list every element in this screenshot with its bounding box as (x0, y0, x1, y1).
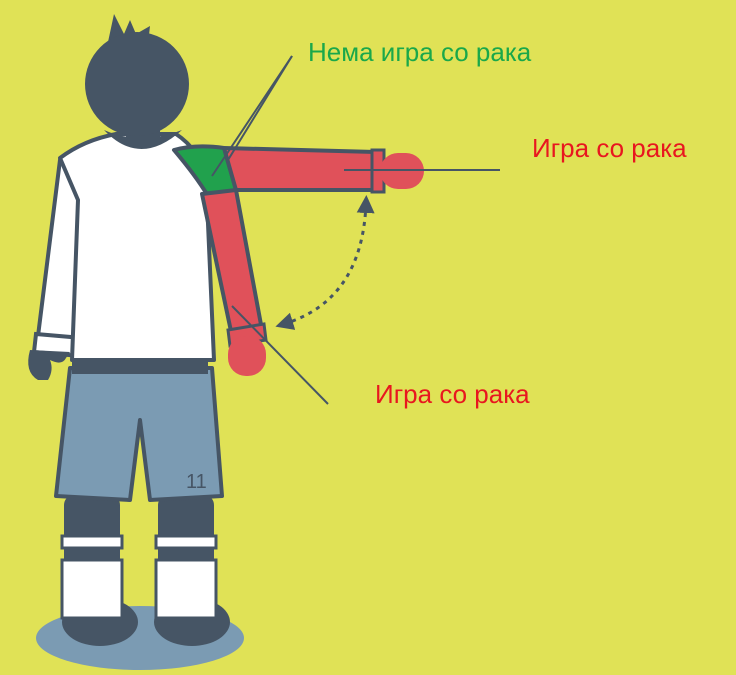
arm-movement-arrow (284, 204, 366, 324)
left-leg (62, 495, 122, 620)
left-hand (28, 350, 70, 380)
label-handball-down: Игра со рака (375, 381, 530, 407)
shirt-number: 11 (186, 471, 207, 493)
head (85, 14, 189, 136)
downward-hand (228, 336, 266, 376)
label-handball-horizontal: Игра со рака (532, 135, 687, 161)
right-leg (156, 495, 216, 620)
label-no-handball: Нема игра со рака (308, 39, 531, 65)
pointer-line-shoulder-b (228, 56, 292, 160)
